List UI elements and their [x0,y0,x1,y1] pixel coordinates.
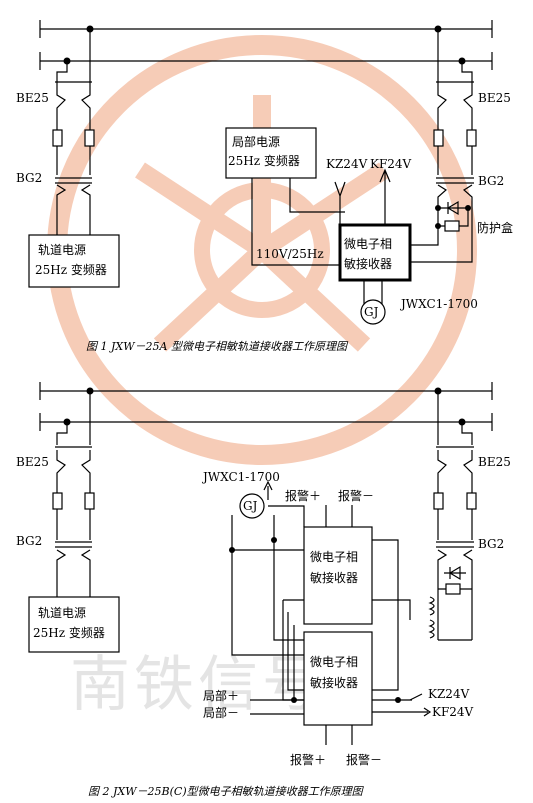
be25-left: BE25 [16,91,49,105]
gj-label-1: GJ [364,305,379,319]
gj-label-2: GJ [243,499,258,513]
bg2-left: BG2 [16,171,42,185]
receiver-box-2b [303,631,373,726]
kz-label-2: KZ24V [428,687,470,701]
relay-label-1: JWXC1-1700 [399,297,478,311]
alarm-minus-bottom: 报警－ [346,752,382,767]
alarm-plus-bottom: 报警＋ [290,752,326,767]
watermark-text: 南铁信号 [70,650,326,720]
local-minus-label: 局部－ [203,705,239,720]
figure2-caption: 图 2 JXW－25B(C)型微电子相敏轨道接收器工作原理图 [88,785,365,798]
figure2: 轨道电源 25Hz 变频器 BE25 BG2 BE25 BG2 微电子相 敏接收… [16,382,511,798]
track-power-label-2: 25Hz 变频器 [35,262,107,277]
voltage-label: 110V/25Hz [256,247,324,261]
alarm-minus-top: 报警－ [338,488,374,503]
receiver-label-4: 敏接收器 [310,570,358,585]
kz-label-1: KZ24V [326,157,368,171]
receiver-label-1: 微电子相 [344,237,392,251]
bg2-right: BG2 [478,174,504,188]
receiver-label-2: 敏接收器 [344,256,392,271]
receiver-label-5: 微电子相 [310,655,358,669]
bg2-left-2: BG2 [16,534,42,548]
relay-label-2: JWXC1-1700 [201,470,280,484]
local-plus-label: 局部＋ [203,688,239,703]
bg2-right-2: BG2 [478,537,504,551]
figure1-caption: 图 1 JXW－25A 型微电子相敏轨道接收器工作原理图 [86,340,349,353]
receiver-label-3: 微电子相 [310,550,358,564]
kf-label-2: KF24V [432,705,474,719]
track-power-box-1 [28,234,120,288]
kf-label-1: KF24V [370,157,412,171]
gj-relay-2 [239,493,265,519]
local-power-label-1: 局部电源 [232,134,280,149]
local-power-box [225,127,317,179]
track-power-label-4: 25Hz 变频器 [33,625,105,640]
receiver-label-6: 敏接收器 [310,675,358,690]
gj-relay-1 [360,299,386,325]
be25-right: BE25 [478,91,511,105]
be25-right-2: BE25 [478,455,511,469]
receiver-box-2a [303,526,373,625]
track-power-label-1: 轨道电源 [38,243,86,257]
protect-box-label: 防护盒 [477,220,513,235]
be25-left-2: BE25 [16,455,49,469]
track-power-box-2 [28,596,120,653]
track-power-label-3: 轨道电源 [38,606,86,620]
local-power-label-2: 25Hz 变频器 [228,153,300,168]
figure1: 轨道电源 25Hz 变频器 BE25 BG2 BE25 BG2 防护盒 局部电源… [16,20,513,353]
alarm-plus-top: 报警＋ [285,488,321,503]
receiver-box-1 [338,223,412,282]
